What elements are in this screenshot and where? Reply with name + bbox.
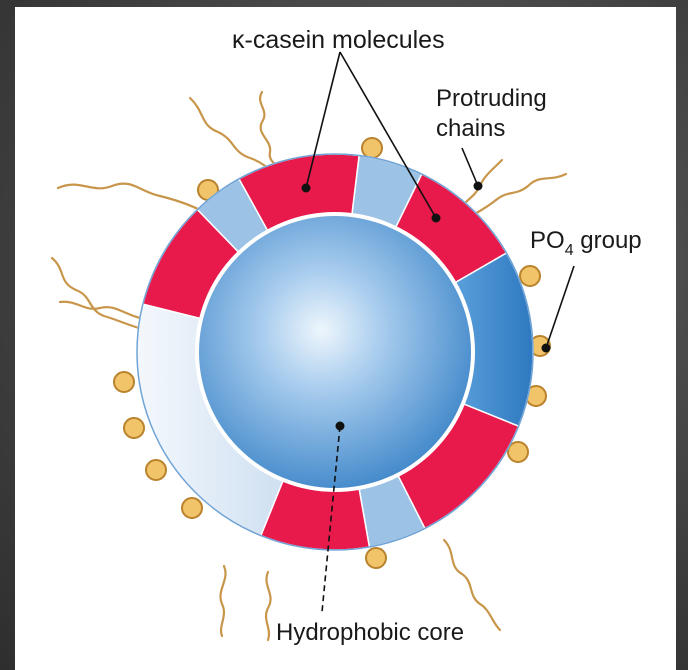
label-hydrophobic-core: Hydrophobic core [276, 619, 464, 646]
leader-protruding [462, 148, 478, 186]
hydrophobic-core [199, 216, 471, 488]
po4-circle [362, 138, 382, 158]
chain-top [260, 92, 290, 168]
label-protruding-line1: Protruding [436, 85, 547, 112]
po4-circle [508, 442, 528, 462]
chain-left-upper [58, 184, 200, 210]
po4-circle [366, 548, 386, 568]
leader-dot [302, 184, 311, 193]
label-protruding-line2: chains [436, 115, 505, 142]
leader-dot [542, 344, 551, 353]
po4-circle [124, 418, 144, 438]
leader-dot [336, 422, 345, 431]
chain-left-bottom [60, 302, 140, 318]
label-po4-group: PO4 group [530, 227, 642, 259]
chain-bottom-right [444, 540, 500, 630]
po4-circle [520, 266, 540, 286]
label-kappa-casein: κ-casein molecules [232, 26, 445, 54]
po4-circle [182, 498, 202, 518]
po4-circle [114, 372, 134, 392]
chain-bottom [266, 572, 271, 640]
chain-bottom-left [220, 566, 225, 636]
chain-left-lower [52, 258, 146, 330]
po4-circle [146, 460, 166, 480]
leader-po4 [546, 266, 574, 348]
leader-dot [474, 182, 483, 191]
leader-dot [432, 214, 441, 223]
